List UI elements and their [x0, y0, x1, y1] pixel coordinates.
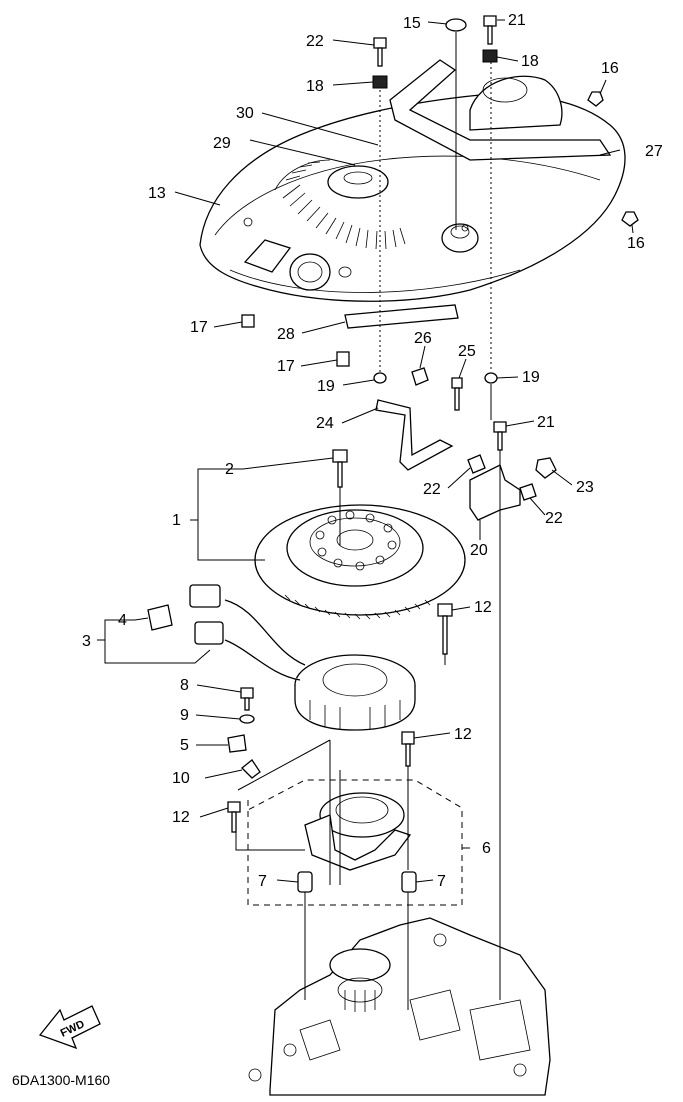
callout-27: 27	[645, 143, 663, 160]
alignment-lines	[235, 32, 501, 1010]
callout-11: 12	[474, 599, 492, 616]
callout-13: 13	[148, 185, 166, 202]
callout-22b: 22	[545, 510, 563, 527]
callout-6: 6	[482, 840, 491, 857]
callout-18b: 19	[522, 369, 540, 386]
flywheel	[254, 504, 466, 620]
callout-25: 25	[458, 343, 476, 360]
leader-lines	[97, 19, 634, 883]
callout-12b: 12	[172, 809, 190, 826]
callout-15a: 16	[601, 60, 619, 77]
callout-17b: 18	[521, 53, 539, 70]
callout-28: 28	[277, 326, 295, 343]
callout-26: 26	[414, 330, 432, 347]
callout-14: 15	[403, 15, 421, 32]
callout-7a: 7	[258, 873, 267, 890]
callout-24: 24	[316, 415, 334, 432]
diagram-code: 6DA1300-M160	[12, 1072, 110, 1088]
callout-16a: 17	[190, 319, 208, 336]
callout-21: 21	[537, 414, 555, 431]
callout-12a: 12	[454, 726, 472, 743]
callout-3: 3	[82, 633, 91, 650]
flywheel-cover	[199, 59, 626, 329]
callout-1: 1	[172, 512, 181, 529]
holder-assembly	[247, 779, 463, 906]
callout-29: 29	[213, 135, 231, 152]
callout-19b: 22	[306, 33, 324, 50]
engine-block	[248, 917, 551, 1096]
callout-4: 4	[118, 612, 127, 629]
callout-20: 20	[470, 542, 488, 559]
callout-15b: 16	[627, 235, 645, 252]
callout-7b: 7	[437, 873, 446, 890]
callout-9: 9	[180, 707, 189, 724]
callout-23: 23	[576, 479, 594, 496]
callout-30: 30	[236, 105, 254, 122]
callout-22a: 22	[423, 481, 441, 498]
callout-17a: 18	[306, 78, 324, 95]
callout-16b: 17	[277, 358, 295, 375]
callout-18a: 19	[317, 378, 335, 395]
hardware	[227, 15, 639, 833]
fwd-arrow-icon: FWD	[38, 1005, 101, 1050]
callout-5: 5	[180, 737, 189, 754]
callout-19a: 21	[508, 12, 526, 29]
callout-labels: 15 21 22 18 18 16 30 29 27 13 16 17 28 2…	[12, 12, 663, 1088]
callout-10: 10	[172, 770, 190, 787]
stator-assembly	[147, 584, 416, 731]
callout-2: 2	[225, 461, 234, 478]
callout-8: 8	[180, 677, 189, 694]
